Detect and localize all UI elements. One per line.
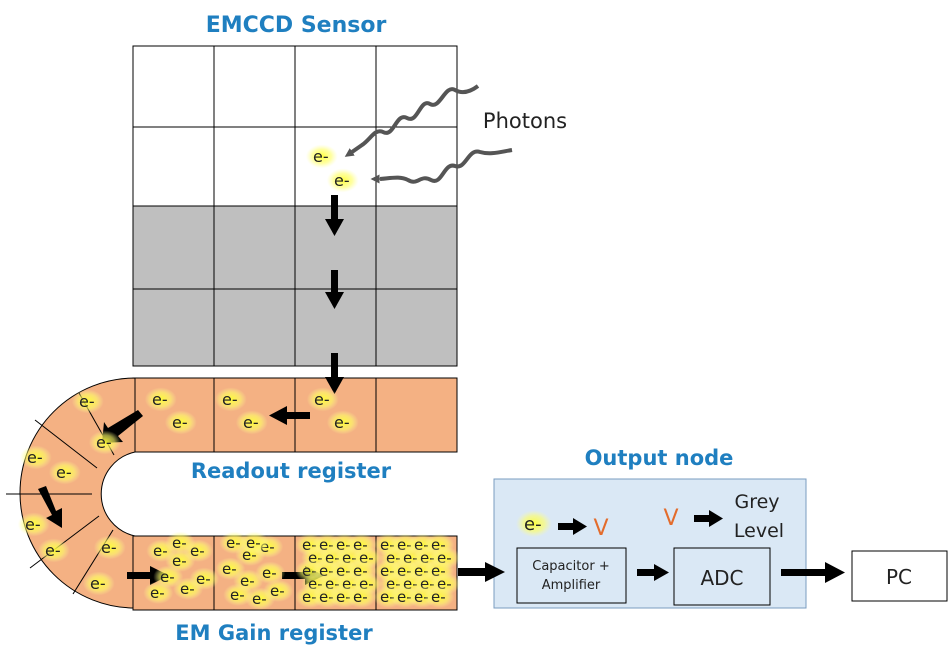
grey-label: Grey xyxy=(734,491,779,513)
photons-label: Photons xyxy=(483,109,567,133)
electron: e- xyxy=(93,535,126,560)
electron: e- xyxy=(189,567,220,590)
electron: e- xyxy=(164,410,197,435)
svg-text:e-: e- xyxy=(153,542,168,560)
svg-text:e-: e- xyxy=(101,538,117,557)
svg-text:e-: e- xyxy=(397,588,412,606)
pc-label: PC xyxy=(886,565,912,589)
svg-text:e-: e- xyxy=(353,588,368,606)
electron: e- xyxy=(88,430,121,455)
electron: e- xyxy=(214,387,247,412)
electron: e- xyxy=(71,389,104,414)
svg-text:e-: e- xyxy=(334,171,350,190)
electron: e- xyxy=(263,579,294,602)
electron: e- xyxy=(255,561,286,584)
svg-text:e-: e- xyxy=(172,534,187,552)
electron: e- xyxy=(165,531,196,554)
adc-label: ADC xyxy=(700,566,743,590)
svg-text:e-: e- xyxy=(160,568,175,586)
readout-register-title: Readout register xyxy=(191,459,392,483)
sensor-title: EMCCD Sensor xyxy=(206,13,387,38)
electron: e- xyxy=(515,510,552,538)
svg-text:e-: e- xyxy=(252,590,267,608)
svg-text:e-: e- xyxy=(27,448,43,467)
amplifier-label: Amplifier xyxy=(542,578,601,593)
output-node-title: Output node xyxy=(585,446,734,470)
sensor-grid xyxy=(132,45,458,367)
svg-text:e-: e- xyxy=(56,463,72,482)
electron: e- xyxy=(17,512,50,537)
svg-text:e-: e- xyxy=(96,433,112,452)
voltage-label-1: V xyxy=(593,516,608,541)
voltage-label-2: V xyxy=(663,506,678,531)
electron: e- xyxy=(239,531,270,554)
electron: e- xyxy=(424,585,455,608)
adc-box xyxy=(673,547,771,606)
svg-text:e-: e- xyxy=(270,582,285,600)
svg-text:e-: e- xyxy=(431,588,446,606)
svg-text:e-: e- xyxy=(302,588,317,606)
svg-text:e-: e- xyxy=(334,413,350,432)
svg-text:e-: e- xyxy=(222,560,237,578)
svg-text:e-: e- xyxy=(172,413,188,432)
svg-text:e-: e- xyxy=(243,413,259,432)
pc-box xyxy=(851,550,948,602)
svg-text:e-: e- xyxy=(79,392,95,411)
svg-text:e-: e- xyxy=(313,147,329,166)
svg-text:e-: e- xyxy=(25,515,41,534)
electron: e- xyxy=(346,585,377,608)
level-label: Level xyxy=(734,520,784,542)
svg-text:e-: e- xyxy=(172,552,187,570)
electrons-layer: e-e-e-e-e-e-e-e-e-e-e-e-e-e-e-e-e-e-e-e-… xyxy=(17,144,552,610)
svg-text:e-: e- xyxy=(152,390,168,409)
svg-text:e-: e- xyxy=(226,534,241,552)
svg-text:e-: e- xyxy=(414,588,429,606)
photon-arrow-1 xyxy=(344,148,355,157)
svg-text:e-: e- xyxy=(246,534,261,552)
em-gain-register-title: EM Gain register xyxy=(175,621,373,645)
capacitor-label: Capacitor + xyxy=(532,559,609,574)
electron: e- xyxy=(19,445,52,470)
svg-text:e-: e- xyxy=(196,570,211,588)
electron: e- xyxy=(144,387,177,412)
svg-text:e-: e- xyxy=(314,390,330,409)
svg-text:e-: e- xyxy=(90,574,106,593)
svg-text:e-: e- xyxy=(380,588,395,606)
electron: e- xyxy=(82,571,115,596)
output-node: Output node Capacitor + Amplifier ADC V … xyxy=(493,446,807,609)
electron: e- xyxy=(143,581,174,604)
svg-text:e-: e- xyxy=(262,564,277,582)
svg-text:e-: e- xyxy=(180,580,195,598)
svg-text:e-: e- xyxy=(45,541,61,560)
electron: e- xyxy=(305,144,338,169)
capacitor-amplifier-box xyxy=(516,547,627,604)
svg-text:e-: e- xyxy=(230,586,245,604)
electron: e- xyxy=(326,168,359,193)
svg-text:e-: e- xyxy=(222,390,238,409)
electron: e- xyxy=(48,460,81,485)
electron: e- xyxy=(306,387,339,412)
curved-register xyxy=(6,377,136,609)
svg-text:e-: e- xyxy=(319,588,334,606)
svg-text:e-: e- xyxy=(524,514,542,535)
electron: e- xyxy=(326,410,359,435)
svg-text:e-: e- xyxy=(336,588,351,606)
photon-wave-2 xyxy=(379,148,513,184)
photon-wave-1 xyxy=(350,84,480,154)
electron: e- xyxy=(235,410,268,435)
svg-text:e-: e- xyxy=(150,584,165,602)
electron: e- xyxy=(37,538,70,563)
